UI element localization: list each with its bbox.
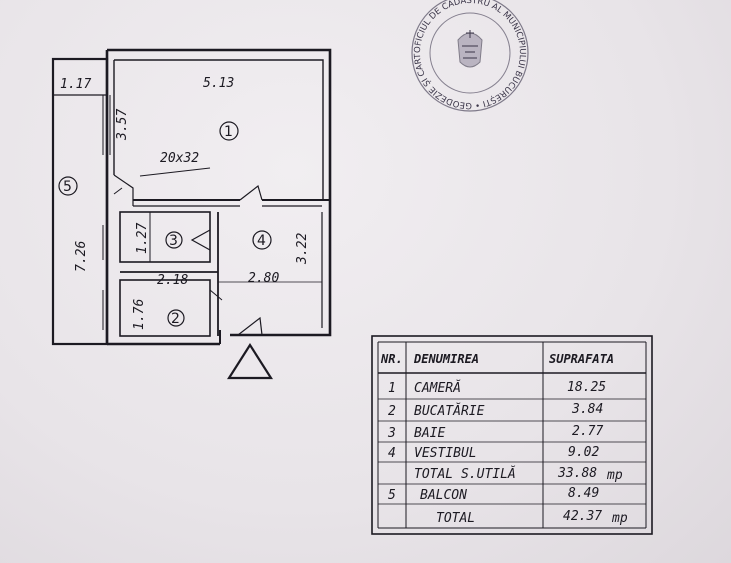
dim-balcony-length: 7.26 — [74, 241, 89, 272]
room-labels: 1 2 3 4 5 — [58, 121, 272, 327]
table-row-2-area: 3.84 — [571, 402, 603, 417]
table-row-4-area: 9.02 — [568, 445, 599, 460]
seal-text: OFICIUL DE CADASTRU AL MUNICIPIULUI BUCU… — [0, 0, 527, 110]
room-label-4: 4 — [257, 233, 266, 249]
table-row-4-name: VESTIBUL — [414, 446, 477, 461]
table-row-2-name: BUCATĂRIE — [414, 403, 485, 419]
table-total-unit: mp — [611, 511, 628, 526]
dim-room4-width: 2.80 — [248, 271, 279, 286]
table-row-4-nr: 4 — [388, 446, 396, 461]
table-row-1-name: CAMERĂ — [414, 380, 461, 396]
table-subtotal-area: 33.88 — [557, 466, 597, 481]
table-header-nr: NR. — [380, 352, 403, 366]
dim-hall-small: 20x32 — [160, 151, 199, 166]
table-row-1-area: 18.25 — [567, 380, 606, 395]
dim-room2-height: 1.76 — [132, 299, 147, 330]
cadastre-seal: OFICIUL DE CADASTRU AL MUNICIPIULUI BUCU… — [0, 0, 529, 112]
entrance-marker-icon — [226, 342, 274, 380]
table-row-5-area: 8.49 — [568, 486, 599, 501]
plan-dimensions: 1.17 5.13 3.57 20x32 7.26 1.27 3.22 2.18… — [60, 76, 310, 330]
table-row-5-name: BALCON — [420, 488, 467, 503]
room-label-3: 3 — [169, 233, 178, 249]
room-label-1: 1 — [224, 124, 233, 140]
table-row-5-nr: 5 — [388, 488, 396, 503]
dim-room3-height: 1.27 — [135, 223, 150, 254]
area-table: NR. DENUMIREA SUPRAFATA 1 CAMERĂ 18.25 2… — [371, 335, 653, 535]
table-row-3-nr: 3 — [387, 426, 396, 441]
table-total-area: 42.37 — [563, 509, 602, 524]
dim-room1-width: 5.13 — [203, 76, 234, 91]
table-total-label: TOTAL — [436, 511, 475, 526]
table-header-area: SUPRAFATA — [549, 352, 614, 366]
coat-of-arms-icon — [457, 30, 483, 68]
table-row-3-area: 2.77 — [572, 424, 603, 439]
table-subtotal-label: TOTAL S.UTILĂ — [414, 466, 516, 482]
dim-balcony-width: 1.17 — [60, 77, 91, 92]
room-label-5: 5 — [63, 179, 72, 195]
dim-room4-height: 3.22 — [295, 233, 310, 265]
dim-room1-height: 3.57 — [115, 109, 130, 141]
table-row-2-nr: 2 — [388, 404, 396, 419]
table-header-name: DENUMIREA — [413, 352, 479, 366]
table-row-1-nr: 1 — [388, 381, 396, 396]
table-subtotal-unit: mp — [606, 468, 623, 483]
table-row-3-name: BAIE — [414, 426, 445, 441]
plan-walls — [51, 48, 332, 380]
room-label-2: 2 — [171, 311, 180, 327]
dim-room2-width: 2.18 — [157, 273, 188, 288]
